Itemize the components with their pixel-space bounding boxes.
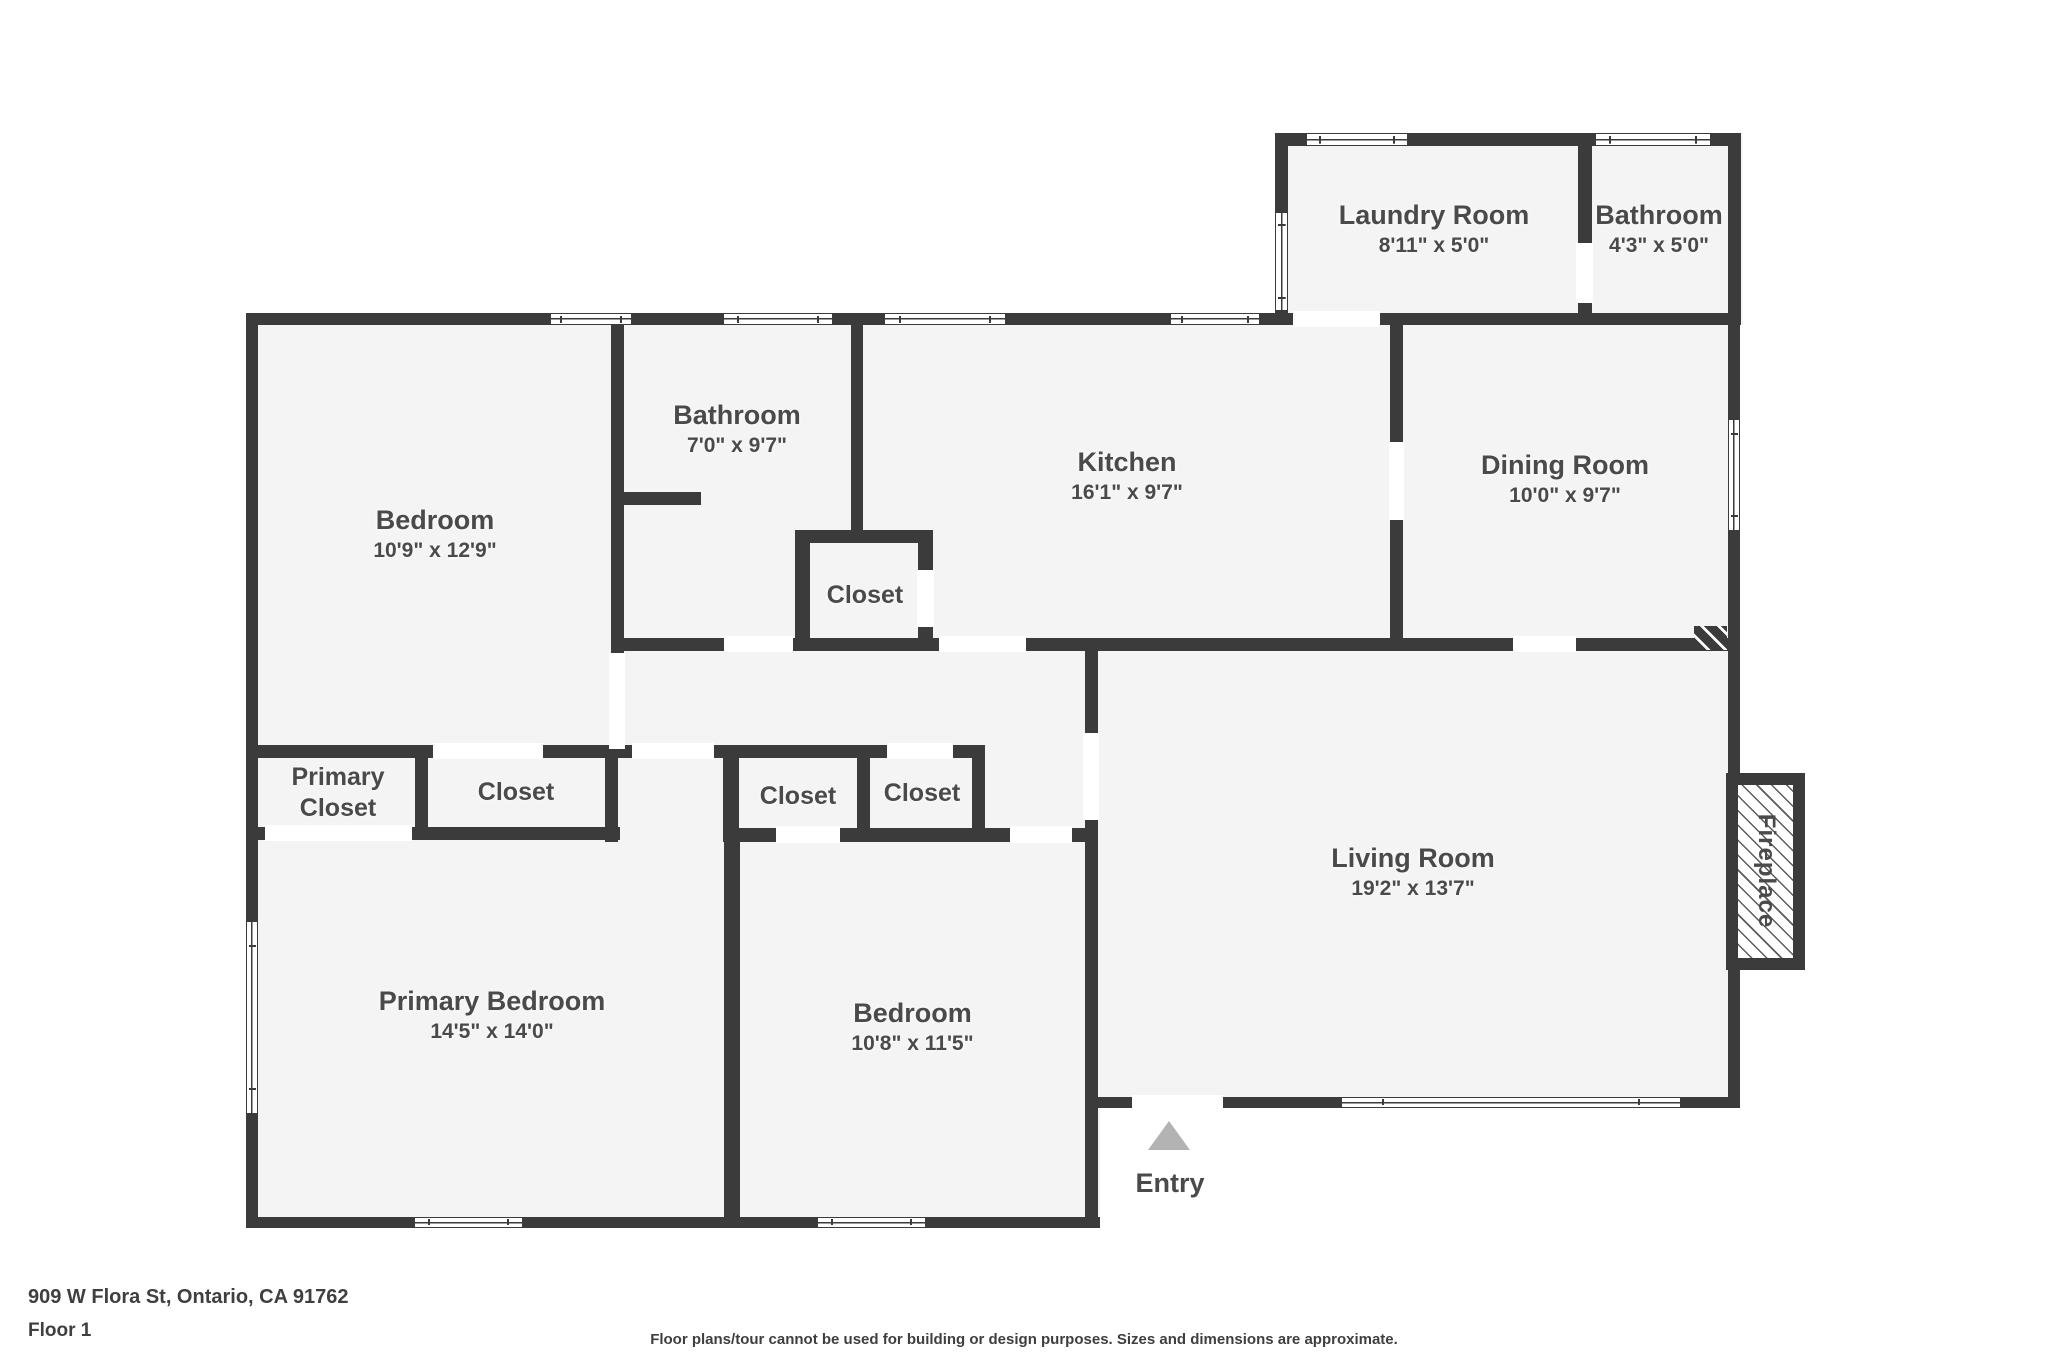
door-opening (917, 570, 934, 627)
wall (1728, 133, 1741, 325)
room-label-primary-bedroom: Primary Bedroom 14'5" x 14'0" (260, 986, 724, 1044)
floor-label: Floor 1 (28, 1320, 92, 1341)
room-label-bathroom-1: Bathroom 7'0" x 9'7" (624, 400, 850, 458)
room-name: Bedroom (375, 505, 495, 535)
closet-label-bedroom-2: Closet (740, 781, 856, 812)
door-opening (265, 825, 412, 841)
wall (795, 530, 933, 543)
door-opening (939, 636, 1026, 652)
door-opening (1083, 733, 1099, 820)
wall (1085, 1108, 1098, 1217)
door-opening (1513, 636, 1576, 652)
fireplace-label: Fireplace (1753, 813, 1780, 929)
pocket-door-icon (1694, 626, 1727, 650)
wall (851, 325, 863, 543)
room-label-laundry-room: Laundry Room 8'11" x 5'0" (1290, 200, 1578, 258)
closet-name: Primary Closet (291, 763, 385, 823)
door-opening (724, 636, 793, 652)
room-label-bathroom-annex: Bathroom 4'3" x 5'0" (1588, 200, 1730, 258)
door-opening (1389, 442, 1404, 520)
closet-label-primary: Primary Closet (262, 762, 414, 825)
closet-label-bedroom-1: Closet (428, 777, 604, 808)
entry-arrow-icon (1148, 1121, 1190, 1150)
room-area-annex (1275, 133, 1743, 325)
wall (972, 745, 985, 842)
door-opening (609, 653, 625, 749)
room-name: Laundry Room (1338, 200, 1530, 230)
window (1595, 133, 1711, 146)
window (1341, 1097, 1681, 1108)
closet-label-kitchen: Closet (800, 580, 930, 611)
door-opening (1293, 311, 1380, 327)
entry-label: Entry (1110, 1168, 1230, 1199)
window (1170, 313, 1260, 325)
wall (246, 1217, 1100, 1228)
address-text: 909 W Flora St, Ontario, CA 91762 (28, 1286, 349, 1308)
room-dims: 10'9" x 12'9" (373, 539, 497, 563)
door-opening (433, 743, 543, 759)
wall (605, 745, 618, 842)
door-opening (776, 826, 840, 843)
room-label-living-room: Living Room 19'2" x 13'7" (1100, 843, 1726, 901)
room-dims: 14'5" x 14'0" (430, 1020, 554, 1044)
window (550, 313, 632, 325)
window (414, 1217, 523, 1228)
closet-label-hall: Closet (872, 778, 972, 809)
room-name: Kitchen (1077, 447, 1177, 477)
room-dims: 19'2" x 13'7" (1351, 877, 1475, 901)
room-label-dining-room: Dining Room 10'0" x 9'7" (1404, 450, 1726, 508)
room-name: Bathroom (1595, 200, 1723, 230)
window (1728, 419, 1740, 531)
door-opening (1010, 826, 1072, 843)
door-opening (1576, 243, 1593, 303)
wall (724, 842, 740, 1217)
room-name: Bathroom (673, 400, 801, 430)
wall (795, 530, 810, 651)
room-label-bedroom-2: Bedroom 10'8" x 11'5" (740, 998, 1085, 1056)
room-dims: 8'11" x 5'0" (1378, 234, 1490, 258)
closet-name: Closet (477, 778, 555, 806)
closet-name: Closet (759, 782, 837, 810)
room-label-kitchen: Kitchen 16'1" x 9'7" (865, 447, 1389, 505)
room-dims: 10'0" x 9'7" (1509, 484, 1621, 508)
room-dims: 10'8" x 11'5" (851, 1032, 974, 1056)
entry-door-opening (1132, 1095, 1223, 1111)
wall (611, 492, 701, 505)
window (1275, 212, 1288, 311)
room-name: Bedroom (853, 998, 972, 1028)
room-name: Dining Room (1481, 450, 1649, 480)
room-name: Living Room (1331, 843, 1495, 873)
wall (1085, 651, 1098, 1097)
window (1306, 133, 1408, 146)
entry-label-text: Entry (1135, 1168, 1205, 1198)
room-name: Primary Bedroom (378, 986, 606, 1016)
wall (857, 745, 870, 828)
closet-name: Closet (883, 779, 961, 807)
window (246, 921, 258, 1114)
room-area-bedrooms (246, 1108, 1100, 1228)
room-dims: 4'3" x 5'0" (1609, 234, 1709, 258)
room-dims: 16'1" x 9'7" (1071, 481, 1183, 505)
window (884, 313, 1006, 325)
door-opening (887, 743, 953, 759)
door-opening (632, 743, 714, 759)
window (723, 313, 833, 325)
wall (611, 325, 624, 653)
fireplace-hatch (1738, 785, 1793, 958)
wall (611, 638, 1513, 651)
room-dims: 7'0" x 9'7" (687, 434, 787, 458)
disclaimer-text: Floor plans/tour cannot be used for buil… (650, 1331, 1398, 1348)
window (817, 1217, 926, 1228)
closet-name: Closet (826, 581, 904, 609)
wall (723, 745, 739, 842)
wall (415, 745, 428, 840)
room-label-bedroom-1: Bedroom 10'9" x 12'9" (260, 505, 610, 563)
room-area-main (246, 313, 1740, 1108)
